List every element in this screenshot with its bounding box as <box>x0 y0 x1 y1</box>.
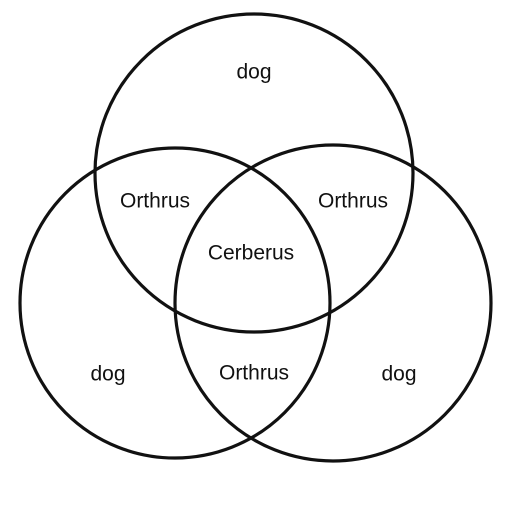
label-left-only: dog <box>90 363 125 386</box>
label-left-right: Orthrus <box>219 362 289 385</box>
circle-left <box>18 146 332 460</box>
circle-right <box>173 143 493 463</box>
circle-top <box>93 12 415 334</box>
label-top-only: dog <box>236 61 271 84</box>
label-top-right: Orthrus <box>318 190 388 213</box>
label-top-left: Orthrus <box>120 190 190 213</box>
label-right-only: dog <box>381 363 416 386</box>
label-center: Cerberus <box>208 242 294 265</box>
